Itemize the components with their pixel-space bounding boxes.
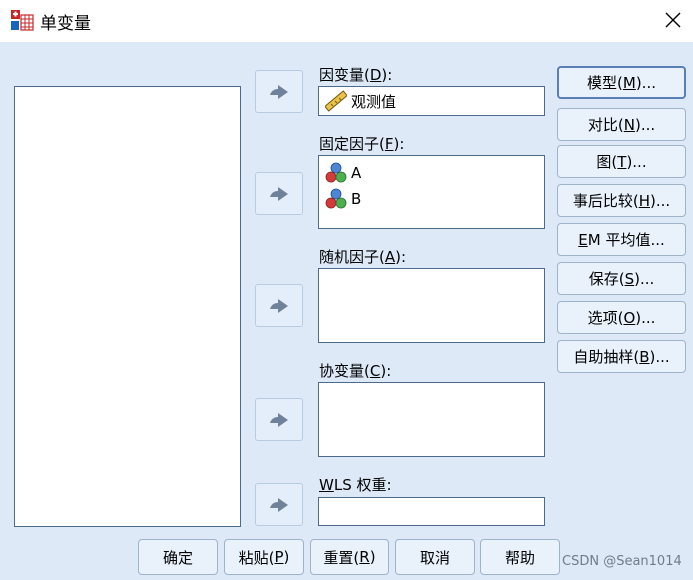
close-button[interactable] bbox=[658, 6, 688, 34]
arrow-right-icon bbox=[270, 84, 288, 99]
help-button[interactable]: 帮助 bbox=[480, 539, 560, 575]
arrow-right-icon bbox=[270, 497, 288, 512]
move-to-fixed-factor-button[interactable] bbox=[255, 172, 303, 215]
random-factor-label: 随机因子(A): bbox=[319, 248, 407, 266]
wls-weight-box[interactable] bbox=[318, 497, 545, 526]
nominal-variable-icon bbox=[325, 162, 347, 183]
dependent-variable-box[interactable]: 观测值 bbox=[318, 86, 545, 116]
ruler-scale-icon bbox=[325, 90, 347, 112]
spss-app-icon bbox=[11, 10, 34, 31]
model-button[interactable]: 模型(M)... bbox=[557, 66, 686, 99]
post-hoc-button[interactable]: 事后比较(H)... bbox=[557, 184, 686, 217]
move-to-dependent-button[interactable] bbox=[255, 70, 303, 113]
close-icon bbox=[665, 12, 681, 28]
ok-button[interactable]: 确定 bbox=[138, 539, 218, 575]
move-to-covariate-button[interactable] bbox=[255, 398, 303, 441]
fixed-factor-item[interactable]: A bbox=[319, 160, 544, 186]
paste-button[interactable]: 粘贴(P) bbox=[224, 539, 304, 575]
nominal-variable-icon bbox=[325, 188, 347, 209]
reset-button[interactable]: 重置(R) bbox=[310, 539, 389, 575]
window-title: 单变量 bbox=[40, 14, 91, 34]
options-button[interactable]: 选项(O)... bbox=[557, 301, 686, 334]
move-to-random-factor-button[interactable] bbox=[255, 284, 303, 327]
covariate-label: 协变量(C): bbox=[319, 362, 392, 380]
random-factor-box[interactable] bbox=[318, 268, 545, 343]
contrasts-button[interactable]: 对比(N)... bbox=[557, 108, 686, 141]
dependent-variable-item[interactable]: 观测值 bbox=[319, 87, 544, 115]
fixed-factor-label: 固定因子(F): bbox=[319, 135, 405, 153]
move-to-wls-weight-button[interactable] bbox=[255, 483, 303, 526]
wls-weight-label: WLS 权重: bbox=[319, 476, 392, 494]
fixed-factor-box[interactable]: A B bbox=[318, 155, 545, 229]
dependent-variable-label: 因变量(D): bbox=[319, 66, 393, 84]
save-button[interactable]: 保存(S)... bbox=[557, 262, 686, 295]
title-bar: 单变量 bbox=[0, 0, 693, 42]
fixed-factor-item[interactable]: B bbox=[319, 186, 544, 212]
dialog-body: 因变量(D): 观测值 固定因子(F): A bbox=[0, 42, 693, 580]
arrow-right-icon bbox=[270, 298, 288, 313]
covariate-box[interactable] bbox=[318, 382, 545, 457]
plots-button[interactable]: 图(T)... bbox=[557, 145, 686, 178]
arrow-right-icon bbox=[270, 412, 288, 427]
source-variable-list[interactable] bbox=[14, 86, 241, 527]
cancel-button[interactable]: 取消 bbox=[395, 539, 475, 575]
bootstrap-button[interactable]: 自助抽样(B)... bbox=[557, 340, 686, 373]
arrow-right-icon bbox=[270, 186, 288, 201]
watermark: CSDN @Sean1014 bbox=[562, 554, 682, 569]
